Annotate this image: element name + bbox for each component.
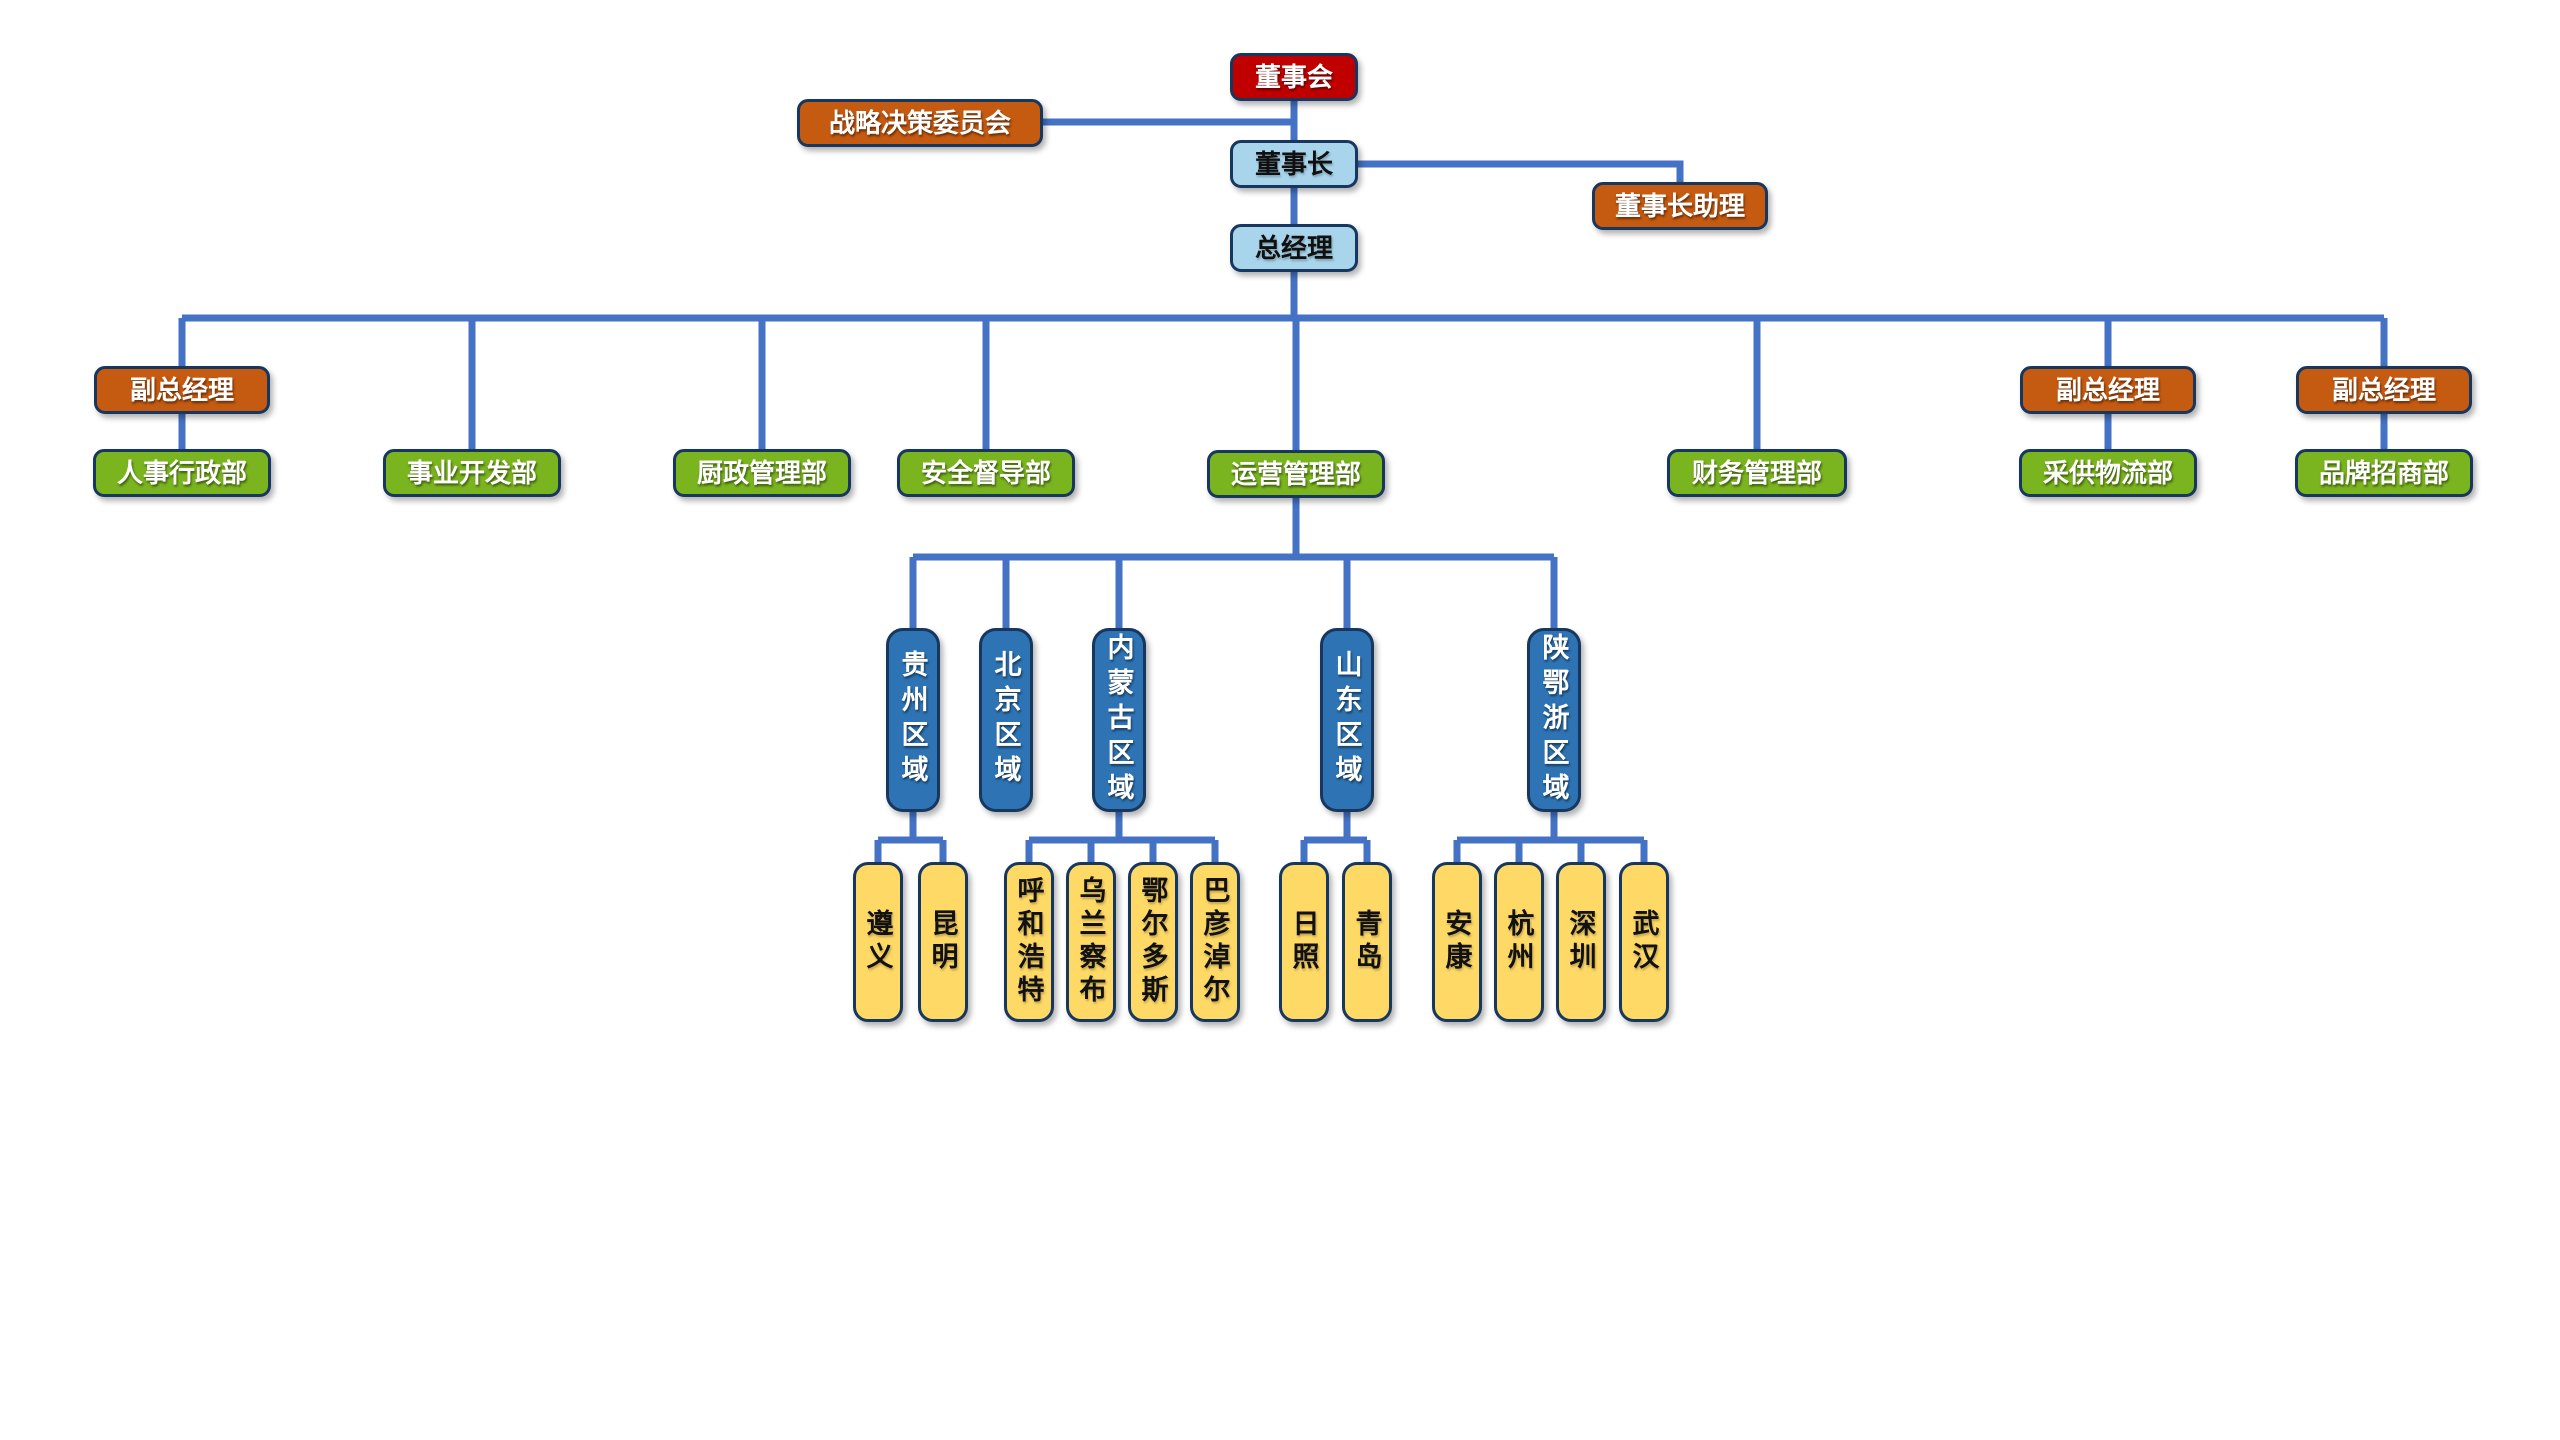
node-label: 运营管理部 xyxy=(1230,459,1361,489)
node-dept-kitchen-mgmt: 厨政管理部 xyxy=(673,449,851,497)
node-label: 山东区域 xyxy=(1331,650,1362,790)
node-city-ankang: 安康 xyxy=(1432,862,1482,1022)
node-region-beijing: 北京区域 xyxy=(979,628,1033,812)
node-label: 北京区域 xyxy=(990,650,1021,790)
node-label: 巴彦淖尔 xyxy=(1199,876,1230,1008)
node-label: 武汉 xyxy=(1628,909,1659,975)
node-label: 遵义 xyxy=(862,909,893,975)
node-label: 董事长助理 xyxy=(1614,191,1745,221)
node-city-hangzhou: 杭州 xyxy=(1494,862,1544,1022)
node-label: 董事长 xyxy=(1254,149,1333,179)
node-region-guizhou: 贵州区域 xyxy=(886,628,940,812)
node-label: 总经理 xyxy=(1254,233,1333,263)
node-label: 安全督导部 xyxy=(920,458,1051,488)
node-region-shan-e-zhe: 陕鄂浙区域 xyxy=(1527,628,1581,812)
node-city-huhehaote: 呼和浩特 xyxy=(1004,862,1054,1022)
node-label: 昆明 xyxy=(927,909,958,975)
node-label: 安康 xyxy=(1441,909,1472,975)
node-city-wulanchabu: 乌兰察布 xyxy=(1066,862,1116,1022)
node-label: 品牌招商部 xyxy=(2318,458,2449,488)
node-label: 呼和浩特 xyxy=(1013,876,1044,1008)
node-chairman-assistant: 董事长助理 xyxy=(1592,182,1768,230)
node-board: 董事会 xyxy=(1230,53,1358,101)
node-city-shenzhen: 深圳 xyxy=(1556,862,1606,1022)
node-label: 财务管理部 xyxy=(1691,458,1822,488)
node-label: 青岛 xyxy=(1351,909,1382,975)
node-deputy-gm-hr: 副总经理 xyxy=(94,366,270,414)
node-city-wuhan: 武汉 xyxy=(1619,862,1669,1022)
node-general-manager: 总经理 xyxy=(1230,224,1358,272)
node-label: 陕鄂浙区域 xyxy=(1538,632,1569,808)
node-label: 副总经理 xyxy=(2055,375,2160,405)
node-label: 深圳 xyxy=(1565,909,1596,975)
node-strategy-committee: 战略决策委员会 xyxy=(797,99,1043,147)
node-dept-business-dev: 事业开发部 xyxy=(383,449,561,497)
node-label: 乌兰察布 xyxy=(1075,876,1106,1008)
node-city-eerduosi: 鄂尔多斯 xyxy=(1128,862,1178,1022)
node-city-rizhao: 日照 xyxy=(1279,862,1329,1022)
node-deputy-gm-logistics: 副总经理 xyxy=(2020,366,2196,414)
node-dept-operations: 运营管理部 xyxy=(1207,450,1385,498)
node-label: 副总经理 xyxy=(2331,375,2436,405)
node-dept-finance: 财务管理部 xyxy=(1667,449,1847,497)
node-city-bayannaoer: 巴彦淖尔 xyxy=(1190,862,1240,1022)
node-label: 鄂尔多斯 xyxy=(1137,876,1168,1008)
node-label: 贵州区域 xyxy=(897,650,928,790)
node-dept-procurement-logistics: 采供物流部 xyxy=(2019,449,2197,497)
node-label: 杭州 xyxy=(1503,909,1534,975)
node-label: 事业开发部 xyxy=(406,458,537,488)
node-label: 副总经理 xyxy=(129,375,234,405)
node-label: 厨政管理部 xyxy=(696,458,827,488)
node-label: 人事行政部 xyxy=(116,458,247,488)
node-region-shandong: 山东区域 xyxy=(1320,628,1374,812)
node-dept-safety-supervision: 安全督导部 xyxy=(897,449,1075,497)
node-region-neimenggu: 内蒙古区域 xyxy=(1092,628,1146,812)
node-label: 内蒙古区域 xyxy=(1103,632,1134,808)
node-city-kunming: 昆明 xyxy=(918,862,968,1022)
node-label: 战略决策委员会 xyxy=(828,108,1011,138)
node-dept-hr-admin: 人事行政部 xyxy=(93,449,271,497)
node-deputy-gm-brand: 副总经理 xyxy=(2296,366,2472,414)
node-label: 日照 xyxy=(1288,909,1319,975)
node-city-qingdao: 青岛 xyxy=(1342,862,1392,1022)
node-city-zunyi: 遵义 xyxy=(853,862,903,1022)
node-label: 采供物流部 xyxy=(2042,458,2173,488)
node-dept-brand-investment: 品牌招商部 xyxy=(2295,449,2473,497)
connector xyxy=(1358,160,1684,182)
node-label: 董事会 xyxy=(1254,62,1333,92)
node-chairman: 董事长 xyxy=(1230,140,1358,188)
